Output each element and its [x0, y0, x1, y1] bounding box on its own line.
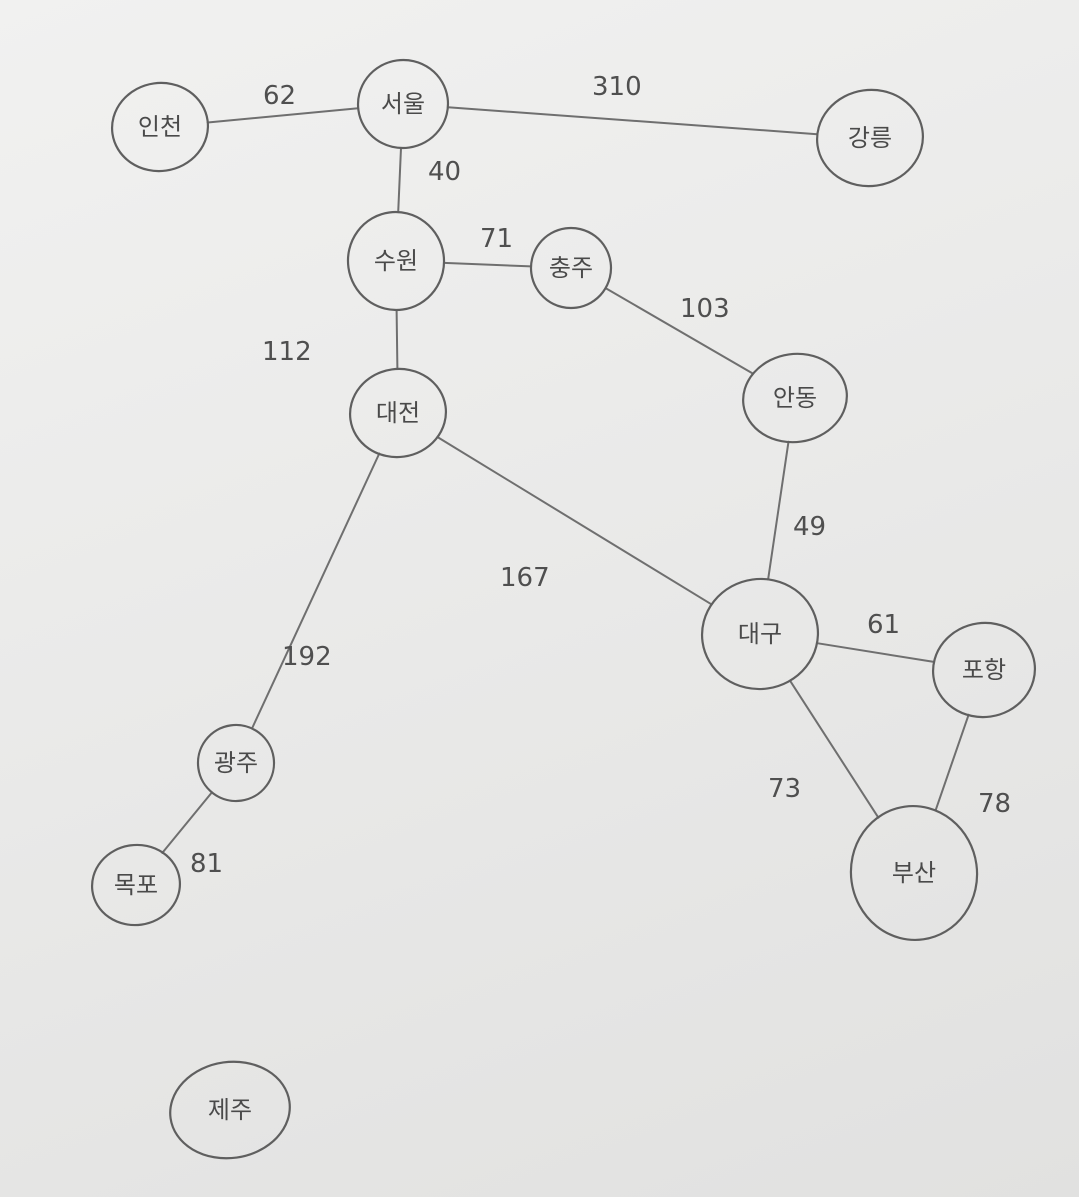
edge-weight-daegu-busan: 73	[768, 774, 801, 804]
edge-seoul-suwon	[397, 147, 402, 214]
node-busan: 부산	[849, 804, 979, 942]
node-circle-incheon	[110, 81, 210, 173]
edge-weight-gwangju-mokpo: 81	[190, 849, 223, 879]
edge-weight-incheon-seoul: 62	[263, 81, 296, 111]
edge-weight-andong-daegu: 49	[793, 512, 826, 542]
node-circle-daegu	[700, 577, 820, 691]
node-circle-chungju	[529, 226, 613, 310]
node-mokpo: 목포	[90, 843, 182, 927]
node-label-jeju: 제주	[208, 1096, 252, 1124]
node-circle-pohang	[931, 621, 1037, 719]
edge-daegu-pohang	[816, 642, 935, 663]
node-circle-jeju	[169, 1060, 291, 1160]
edge-weight-seoul-gangneung: 310	[592, 72, 642, 102]
edge-weight-suwon-chungju: 71	[480, 224, 513, 254]
node-circle-mokpo	[90, 843, 182, 927]
edge-daejeon-daegu	[437, 436, 713, 606]
edge-seoul-gangneung	[446, 106, 819, 136]
node-label-chungju: 충주	[549, 254, 593, 282]
edge-weight-chungju-andong: 103	[680, 294, 730, 324]
node-label-pohang: 포항	[962, 656, 1006, 684]
node-label-gwangju: 광주	[214, 749, 258, 777]
edge-andong-daegu	[767, 440, 790, 581]
edge-incheon-seoul	[206, 107, 360, 124]
edge-gwangju-mokpo	[161, 791, 213, 854]
node-seoul: 서울	[356, 58, 450, 150]
node-circle-seoul	[356, 58, 450, 150]
edges-layer	[161, 106, 970, 854]
edge-daejeon-gwangju	[251, 452, 381, 730]
node-daegu: 대구	[700, 577, 820, 691]
node-circle-andong	[742, 352, 848, 444]
node-label-suwon: 수원	[374, 247, 418, 275]
node-andong: 안동	[742, 352, 848, 444]
node-jeju: 제주	[169, 1060, 291, 1160]
node-circle-busan	[849, 804, 979, 942]
node-circle-gangneung	[815, 88, 925, 188]
edge-weight-daejeon-gwangju: 192	[282, 642, 332, 672]
node-label-seoul: 서울	[381, 90, 425, 118]
edge-pohang-busan	[934, 713, 970, 812]
node-chungju: 충주	[529, 226, 613, 310]
edge-weight-seoul-suwon: 40	[428, 157, 461, 187]
node-circle-daejeon	[348, 367, 448, 459]
node-circle-suwon	[346, 210, 446, 312]
edge-weight-daejeon-daegu: 167	[500, 563, 550, 593]
edge-weights-layer: 62 310 40 71 103 112 49 167 192 61 73 78 81	[190, 72, 1011, 879]
node-label-incheon: 인천	[138, 113, 182, 141]
edge-weight-suwon-daejeon: 112	[262, 337, 312, 367]
edge-suwon-chungju	[443, 261, 532, 268]
edge-chungju-andong	[604, 287, 754, 375]
node-gwangju: 광주	[196, 723, 276, 803]
node-label-busan: 부산	[892, 859, 936, 887]
node-label-andong: 안동	[773, 384, 817, 412]
node-pohang: 포항	[931, 621, 1037, 719]
edge-weight-pohang-busan: 78	[978, 789, 1011, 819]
edge-daegu-busan	[789, 679, 880, 819]
node-daejeon: 대전	[348, 367, 448, 459]
edge-suwon-daejeon	[395, 309, 399, 370]
node-label-daejeon: 대전	[376, 399, 420, 427]
node-label-mokpo: 목포	[114, 871, 158, 899]
node-label-daegu: 대구	[738, 620, 782, 648]
edge-weight-daegu-pohang: 61	[867, 610, 900, 640]
node-suwon: 수원	[346, 210, 446, 312]
node-gangneung: 강릉	[815, 88, 925, 188]
node-circle-gwangju	[196, 723, 276, 803]
node-incheon: 인천	[110, 81, 210, 173]
node-label-gangneung: 강릉	[848, 124, 892, 152]
